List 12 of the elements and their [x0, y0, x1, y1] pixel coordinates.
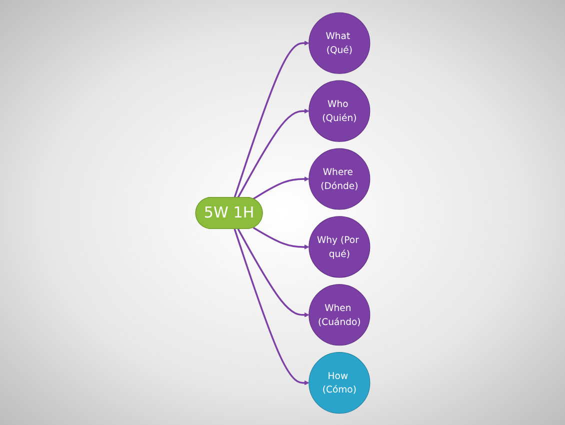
arrow — [252, 176, 309, 200]
node-circle: Where (Dónde) — [308, 148, 370, 210]
arrow — [233, 228, 309, 385]
arrow — [237, 108, 309, 198]
arrow — [233, 40, 309, 198]
node-circle: Who (Quién) — [308, 80, 370, 142]
node-circle: Why (Por qué) — [308, 216, 370, 278]
arrow — [252, 226, 309, 250]
arrow — [237, 228, 309, 317]
node-circle: How (Cómo) — [308, 352, 370, 414]
node-circle: When (Cuándo) — [308, 284, 370, 346]
node-circle: What (Qué) — [308, 12, 370, 74]
